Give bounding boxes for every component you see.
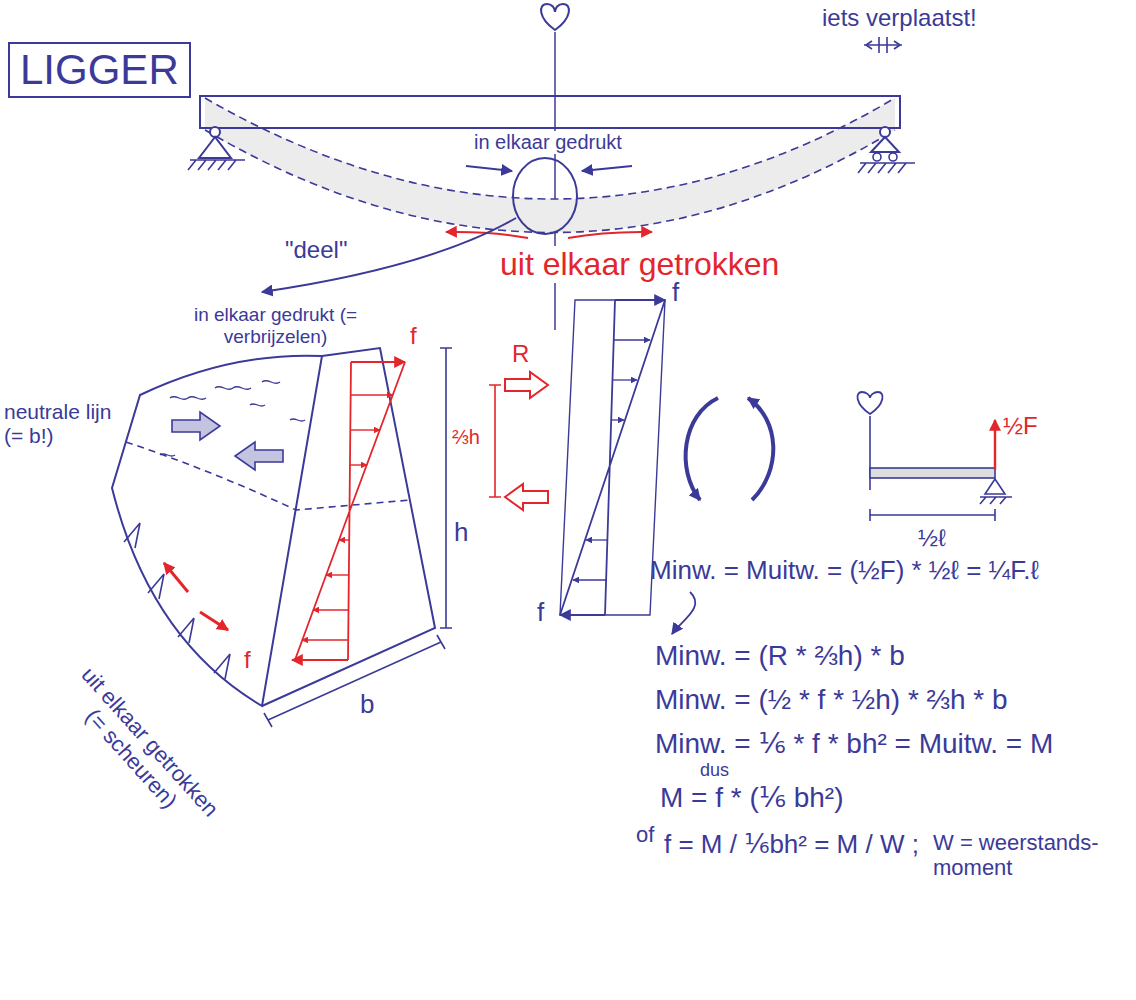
deflected-beam — [205, 98, 895, 199]
connector-word: of — [636, 822, 654, 847]
compression-arrow — [466, 166, 512, 171]
stress-arrow — [615, 299, 665, 301]
stress-arrow — [350, 429, 380, 430]
ground-hatch — [188, 160, 245, 170]
half-beam — [870, 468, 995, 478]
displacement-mark — [864, 37, 902, 53]
stress-arrow — [573, 579, 607, 580]
dimension-label: b — [360, 690, 374, 720]
dimension-label: ½ℓ — [918, 524, 946, 552]
compression-label: in elkaar gedrukt — [471, 131, 625, 154]
note-text: iets verplaatst! — [822, 4, 977, 32]
pin — [880, 127, 890, 137]
stress-diagram — [560, 300, 665, 615]
neutral-axis-label: neutrale lijn (= b!) — [4, 400, 112, 448]
equation: Minw. = Muitw. = (½F) * ½ℓ = ¼F.ℓ — [650, 556, 1039, 586]
equation: Minw. = ⅙ * f * bh² = Muitw. = M — [655, 728, 1053, 760]
force-symbol: R — [512, 340, 529, 368]
support — [980, 479, 1012, 504]
crack — [124, 523, 230, 679]
tension-arrow — [164, 563, 188, 592]
stress-arrow — [611, 419, 624, 420]
stress-arrow — [302, 639, 348, 640]
stress-arrow — [313, 609, 349, 610]
cross-section — [262, 348, 435, 706]
compression-arrow — [172, 412, 220, 440]
compression-arrow — [235, 442, 283, 470]
ground-hatch — [858, 163, 915, 173]
moment-arrow — [686, 398, 718, 500]
tension-arrow — [200, 612, 228, 630]
compression-arrow — [582, 166, 632, 171]
symmetry-axis — [554, 32, 556, 330]
dimension-label: h — [454, 518, 468, 548]
stress-arrow — [292, 659, 348, 661]
roller — [889, 153, 897, 161]
symmetry-axis — [869, 416, 871, 490]
symmetry-heart — [857, 392, 882, 414]
stress-arrow — [351, 394, 393, 395]
stress-symbol: f — [537, 598, 544, 628]
stress-symbol: f — [244, 646, 251, 674]
equation: Minw. = (½ * f * ½h) * ⅔h * b — [655, 684, 1008, 716]
part-label: "deel" — [285, 236, 347, 264]
compression-note: in elkaar gedrukt (= verbrijzelen) — [188, 304, 363, 348]
symmetry-heart — [541, 4, 569, 30]
stress-arrow — [339, 539, 350, 540]
stress-arrow — [326, 574, 349, 575]
title-box: LIGGER — [8, 42, 191, 98]
stress-arrow — [350, 464, 367, 465]
stress-arrow — [560, 614, 605, 616]
dimension-line — [870, 509, 995, 521]
stress-block — [560, 300, 665, 615]
pointer-arrow — [672, 592, 695, 634]
tension-arrow — [568, 232, 652, 238]
stress-symbol: f — [410, 322, 417, 350]
equation: Minw. = (R * ⅔h) * b — [655, 640, 905, 672]
beam — [200, 96, 900, 128]
stress-arrow — [351, 361, 405, 363]
roller-support — [871, 137, 899, 152]
stress-arrow — [586, 539, 608, 540]
equation: M = f * (⅙ bh²) — [660, 782, 844, 814]
dimension-line — [489, 385, 501, 497]
deflected-beam — [205, 130, 895, 233]
roller — [873, 153, 881, 161]
resultant-arrow — [505, 372, 548, 398]
detail-arrow — [262, 218, 516, 292]
stress-arrow — [612, 379, 637, 380]
dimension-line — [264, 635, 445, 727]
deflection-shading — [205, 98, 895, 233]
stress-symbol: f — [672, 278, 679, 308]
beam-part — [112, 356, 322, 706]
dimension-label: ⅔h — [452, 426, 480, 449]
connector-word: dus — [700, 760, 729, 781]
tension-note: uit elkaar getrokken (= scheuren) — [50, 653, 231, 847]
part-ellipse — [513, 158, 577, 234]
neutral-axis — [126, 442, 410, 510]
displacement-mark — [866, 41, 900, 49]
compression-wrinkle — [160, 381, 305, 457]
stress-arrow — [614, 339, 650, 340]
pin-support — [199, 137, 231, 158]
force-label: ½F — [1003, 412, 1038, 440]
moment-arrow — [748, 398, 773, 500]
reaction-arrow — [994, 420, 996, 470]
tension-label: uit elkaar getrokken — [497, 246, 782, 283]
equation: f = M / ⅙bh² = M / W ; — [664, 830, 919, 860]
note-text: W = weerstands- moment — [933, 830, 1130, 881]
resultant-arrow — [505, 484, 548, 510]
stress-diagram — [295, 362, 405, 660]
dimension-line — [440, 348, 452, 628]
